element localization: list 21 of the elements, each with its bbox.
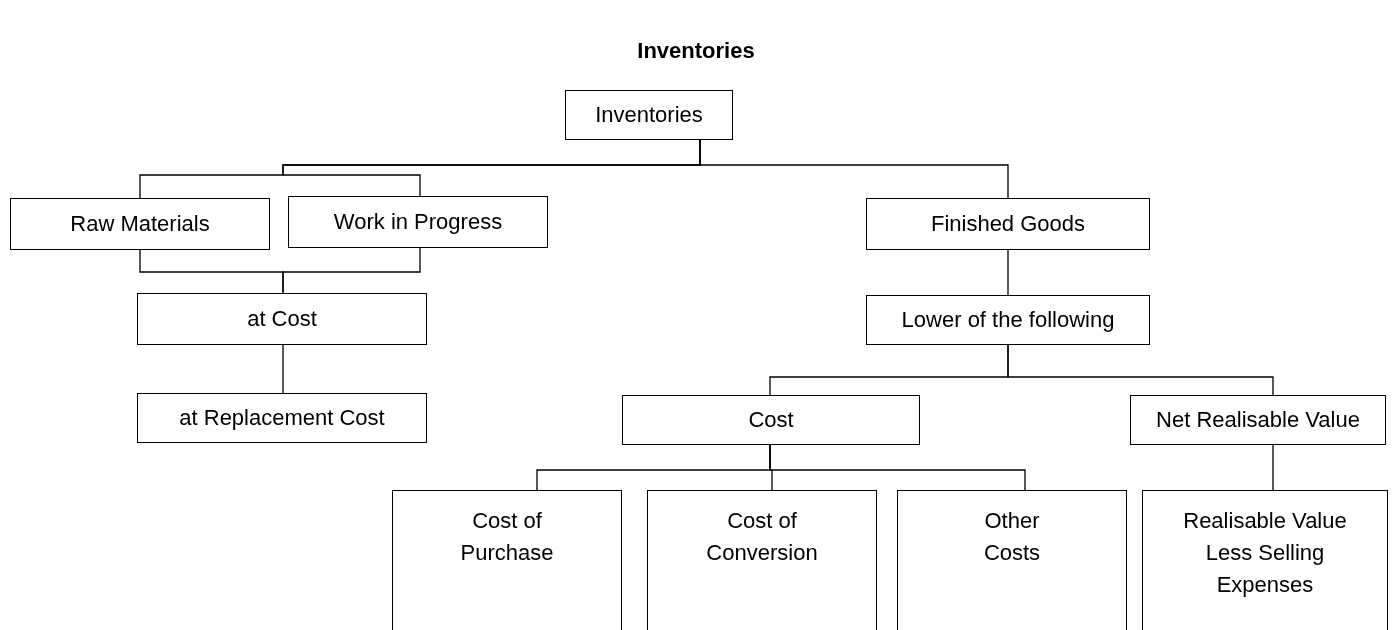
category-box: Finished Goods xyxy=(866,198,1150,250)
connector-line xyxy=(282,344,284,394)
category-box: Raw Materials xyxy=(10,198,270,250)
category-box: Cost xyxy=(622,395,920,445)
category-box: Inventories xyxy=(565,90,733,140)
connector-line xyxy=(1007,344,1274,396)
category-box: Cost of Conversion xyxy=(647,490,877,630)
connector-line xyxy=(699,139,1009,199)
connector-line xyxy=(769,444,1026,491)
category-box: Other Costs xyxy=(897,490,1127,630)
category-box: Realisable Value Less Selling Expenses xyxy=(1142,490,1388,630)
connector-line xyxy=(1007,249,1009,296)
connector-line xyxy=(1272,444,1274,491)
diagram-title: Inventories xyxy=(636,37,756,65)
connector-line xyxy=(282,247,421,294)
category-box: Work in Progress xyxy=(288,196,548,248)
category-box: Lower of the following xyxy=(866,295,1150,345)
category-box: Cost of Purchase xyxy=(392,490,622,630)
category-box: at Replacement Cost xyxy=(137,393,427,443)
category-box: at Cost xyxy=(137,293,427,345)
category-box: Net Realisable Value xyxy=(1130,395,1386,445)
